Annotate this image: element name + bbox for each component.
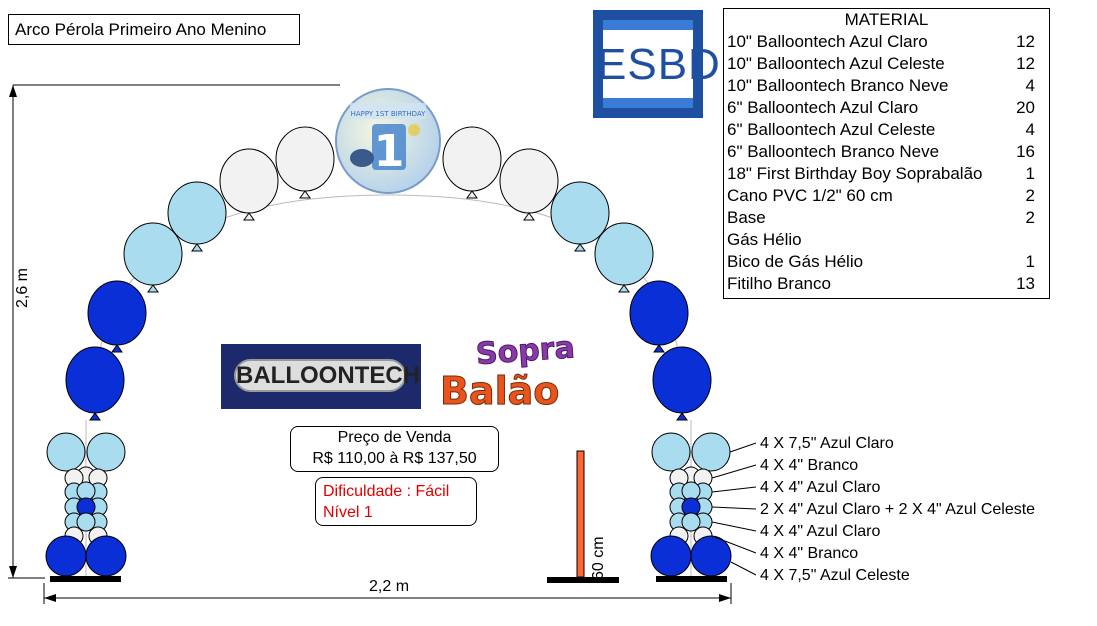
foil-birthday-balloon: HAPPY 1ST BIRTHDAY 1 xyxy=(335,88,441,194)
material-row: Base 2 xyxy=(724,207,1049,229)
material-row: 10" Balloontech Branco Neve 4 xyxy=(724,75,1049,97)
soprabalao-logo: Sopra Balão xyxy=(440,332,577,410)
material-item-qty: 4 xyxy=(1025,76,1035,95)
esbd-logo-band-top xyxy=(603,20,693,30)
height-label: 2,6 m xyxy=(14,267,31,308)
material-row: 10" Balloontech Azul Celeste 12 xyxy=(724,53,1049,75)
legend-item: 4 X 4" Azul Claro xyxy=(760,523,881,540)
material-item-name: Gás Hélio xyxy=(727,230,802,249)
arch-balloon xyxy=(629,280,689,353)
esbd-logo-band-bottom xyxy=(603,98,693,108)
material-header: MATERIAL xyxy=(844,10,929,29)
legend-item: 4 X 7,5" Azul Claro xyxy=(760,435,894,452)
arch-balloon xyxy=(652,346,712,421)
legend-item: 2 X 4" Azul Claro + 2 X 4" Azul Celeste xyxy=(760,501,1036,518)
foil-balloon-text: HAPPY 1ST BIRTHDAY xyxy=(351,110,427,118)
width-label: 2,2 m xyxy=(369,578,410,595)
esbd-logo: ESBD xyxy=(593,10,720,118)
material-item-name: 10" Balloontech Branco Neve xyxy=(727,76,949,95)
material-item-qty: 13 xyxy=(1016,274,1035,293)
material-item-name: 18" First Birthday Boy Soprabalão xyxy=(727,164,983,183)
price-box: Preço de Venda R$ 110,00 à R$ 137,50 xyxy=(290,426,499,472)
right-base xyxy=(656,576,727,582)
legend-item: 4 X 4" Branco xyxy=(760,457,859,474)
material-item-qty: 4 xyxy=(1025,120,1035,139)
difficulty-text: Dificuldade : Fácil xyxy=(323,483,450,500)
legend-item: 4 X 7,5" Azul Celeste xyxy=(760,567,910,584)
material-item-name: 6" Balloontech Azul Celeste xyxy=(727,120,936,139)
balloontech-logo-text: BALLOONTECH xyxy=(234,359,420,392)
material-item-qty: 20 xyxy=(1016,98,1035,117)
arch-balloons xyxy=(65,126,712,421)
esbd-logo-inner xyxy=(603,20,693,108)
material-row: 6" Balloontech Azul Celeste 4 xyxy=(724,119,1049,141)
arch-balloon xyxy=(87,280,147,353)
material-item-name: Fitilho Branco xyxy=(727,274,831,293)
soprabalao-logo-word2: Balão xyxy=(440,369,559,410)
arch-balloon xyxy=(442,126,502,199)
legend-item: 4 X 4" Branco xyxy=(760,545,859,562)
material-item-qty: 12 xyxy=(1016,54,1035,73)
arch-balloon xyxy=(123,222,183,293)
material-item-qty: 2 xyxy=(1025,186,1035,205)
price-value: R$ 110,00 à R$ 137,50 xyxy=(312,450,477,467)
material-item-qty: 12 xyxy=(1016,32,1035,51)
difficulty-box: Dificuldade : Fácil Nível 1 xyxy=(315,477,477,526)
balloontech-logo: BALLOONTECH xyxy=(221,344,421,409)
material-item-name: 10" Balloontech Azul Celeste xyxy=(727,54,945,73)
left-base xyxy=(50,576,121,582)
material-item-qty: 1 xyxy=(1025,164,1035,183)
arch-balloon xyxy=(499,148,559,221)
difficulty-level: Nível 1 xyxy=(323,504,373,521)
foil-balloon-number: 1 xyxy=(374,126,405,177)
material-item-name: 6" Balloontech Azul Claro xyxy=(727,98,919,117)
arch-balloon xyxy=(550,181,610,252)
material-row: 18" First Birthday Boy Soprabalão 1 xyxy=(724,163,1049,185)
arch-balloon xyxy=(219,148,279,221)
material-item-qty: 2 xyxy=(1025,208,1035,227)
arch-balloon xyxy=(594,222,654,293)
soprabalao-logo-word1: Sopra xyxy=(475,332,576,372)
arch-balloon xyxy=(275,126,335,199)
material-row: 6" Balloontech Branco Neve 16 xyxy=(724,141,1049,163)
material-row: 6" Balloontech Azul Claro 20 xyxy=(724,97,1049,119)
arch-balloon xyxy=(65,346,125,421)
width-dimension xyxy=(43,583,732,604)
material-item-name: Base xyxy=(727,208,766,227)
height-dimension xyxy=(8,84,340,579)
material-item-qty: 1 xyxy=(1025,252,1035,271)
diagram-title: Arco Pérola Primeiro Ano Menino xyxy=(8,14,300,45)
material-row: Bico de Gás Hélio 1 xyxy=(724,251,1049,273)
left-column xyxy=(45,420,127,582)
material-item-name: 10" Balloontech Azul Claro xyxy=(727,32,928,51)
material-item-qty: 16 xyxy=(1016,142,1035,161)
pvc-pole xyxy=(547,450,619,583)
legend-pointers xyxy=(711,442,757,576)
material-row: Fitilho Branco 13 xyxy=(724,273,1049,295)
price-label: Preço de Venda xyxy=(337,429,452,446)
legend-item: 4 X 4" Azul Claro xyxy=(760,479,881,496)
material-item-name: Cano PVC 1/2" 60 cm xyxy=(727,186,893,205)
right-column xyxy=(650,420,732,582)
material-row: Cano PVC 1/2" 60 cm 2 xyxy=(724,185,1049,207)
arch-balloon xyxy=(167,181,227,252)
pole-label: 60 cm xyxy=(590,536,607,580)
material-row: Gás Hélio xyxy=(724,229,1049,251)
material-item-name: Bico de Gás Hélio xyxy=(727,252,864,271)
material-item-name: 6" Balloontech Branco Neve xyxy=(727,142,940,161)
material-row: 10" Balloontech Azul Claro 12 xyxy=(724,31,1049,53)
